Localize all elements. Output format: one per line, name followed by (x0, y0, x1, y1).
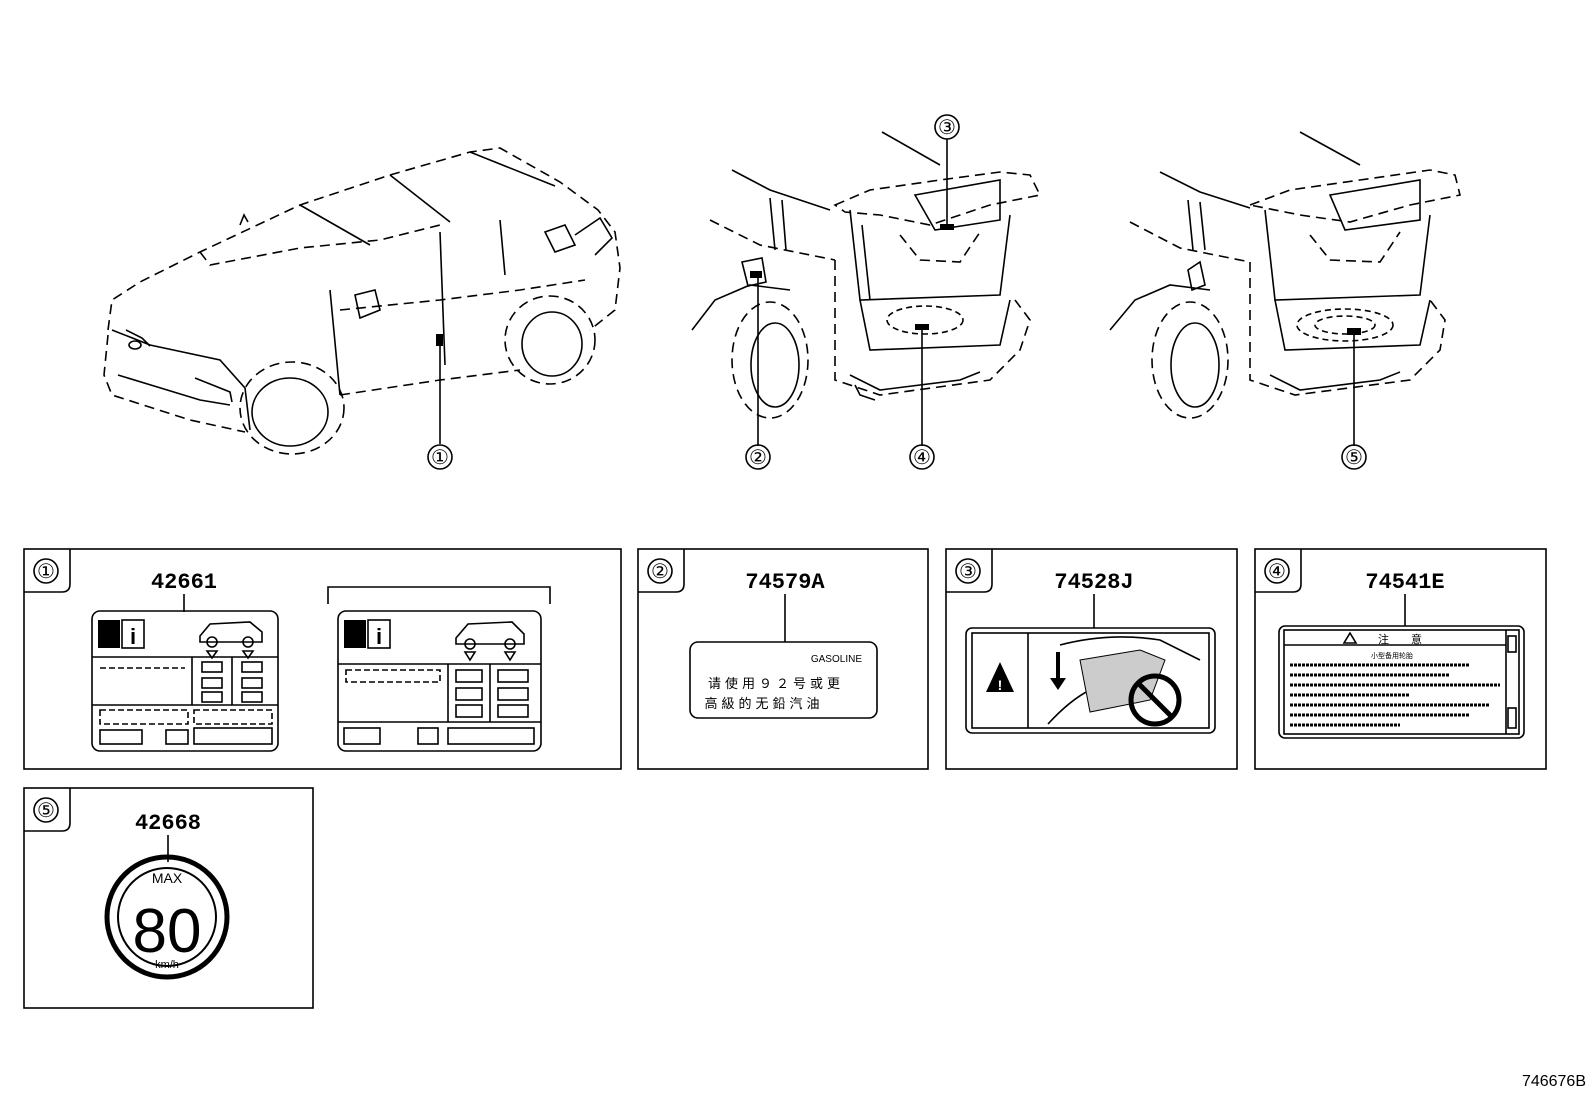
svg-text:④: ④ (913, 447, 931, 469)
panel-callout: ③ (959, 561, 977, 583)
callout-3: ③ (934, 114, 960, 140)
panel-42668: ⑤ 42668 MAX 80 km/h (23, 787, 314, 1009)
manual-book-icon (344, 620, 366, 648)
svg-text:①: ① (431, 447, 449, 469)
caution-title: 注 意 (1378, 632, 1422, 646)
callout-4: ④ (909, 444, 935, 470)
panel-callout: ② (651, 561, 669, 583)
part-number: 74541E (1365, 570, 1444, 595)
down-arrow-icon (1050, 678, 1066, 690)
svg-text:!: ! (998, 677, 1003, 693)
panel-callout: ⑤ (37, 800, 55, 822)
car-side-icon (455, 621, 525, 645)
svg-text:②: ② (749, 447, 767, 469)
spare-tire-caution-label (1278, 625, 1525, 739)
tire-info-label-b (337, 610, 542, 752)
info-i-icon: i (130, 624, 136, 649)
panel-callout: ① (37, 561, 55, 583)
prohibition-icon (1128, 673, 1182, 727)
speed-max-text: MAX (152, 870, 183, 886)
callout-5: ⑤ (1341, 444, 1367, 470)
fuel-label (689, 641, 878, 719)
fuel-type: GASOLINE (811, 654, 862, 665)
speed-limit-label: MAX 80 km/h (104, 854, 230, 980)
speed-unit: km/h (155, 959, 179, 971)
callout-1: ① (427, 444, 453, 470)
fuel-text-line-1: 请使用９２号或更 (708, 676, 844, 692)
svg-text:③: ③ (938, 117, 956, 139)
panel-74528J: ③ 74528J ! (945, 548, 1238, 770)
part-number: 42661 (151, 570, 217, 595)
hatch-warning-label (965, 627, 1216, 734)
caution-subtitle: 小型备用轮胎 (1371, 651, 1413, 660)
fuel-text-line-2: 高級的无鉛汽油 (704, 696, 823, 712)
car-side-icon (199, 621, 263, 643)
warning-triangle-icon (986, 662, 1014, 692)
part-number: 74528J (1054, 570, 1133, 595)
document-id: 746676B (1521, 1073, 1586, 1090)
part-number: 42668 (135, 811, 201, 836)
part-number: 74579A (745, 570, 825, 595)
car-rear-view-right (1109, 131, 1461, 446)
panel-callout: ④ (1268, 561, 1286, 583)
panel-74541E: ④ 74541E 注 意 小型备用轮胎 (1254, 548, 1547, 770)
callout-2: ② (745, 444, 771, 470)
panel-74579A: ② 74579A GASOLINE 请使用９２号或更 高級的无鉛汽油 (637, 548, 929, 770)
caution-triangle-icon (1342, 631, 1358, 644)
tire-info-label-a (91, 610, 279, 752)
car-rear-view-left (691, 131, 1042, 446)
info-i-icon: i (376, 624, 382, 649)
panel-42661: ① 42661 i i (23, 548, 622, 770)
svg-text:⑤: ⑤ (1345, 447, 1363, 469)
speed-value: 80 (133, 897, 202, 966)
car-front-view (103, 147, 621, 455)
manual-book-icon (98, 620, 120, 648)
